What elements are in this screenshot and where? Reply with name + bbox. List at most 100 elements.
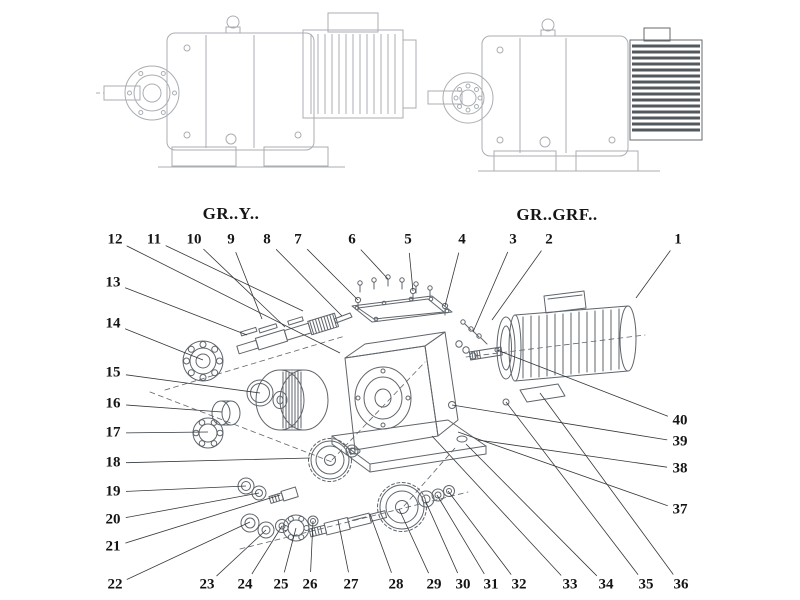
housing-cover-drawing	[351, 295, 453, 323]
leader-line	[125, 404, 223, 413]
callout-number: 6	[348, 231, 356, 248]
callout-number: 10	[186, 231, 202, 248]
leader-line	[477, 439, 668, 468]
leader-line	[275, 249, 343, 317]
callout-number: 32	[511, 576, 527, 593]
callout-number: 2	[545, 231, 553, 248]
leader-line	[126, 521, 251, 580]
assembled-gearmotor-gr-grf-drawing	[427, 18, 703, 172]
gear-29-drawing	[377, 482, 455, 532]
callout-number: 28	[388, 576, 404, 593]
leader-line	[408, 252, 414, 292]
model-label-gr-grf: GR..GRF..	[516, 205, 598, 224]
callout-number: 33	[562, 576, 578, 593]
leader-line	[125, 457, 311, 464]
leader-lines	[124, 245, 674, 580]
callout-number: 1	[674, 231, 682, 248]
callout-number: 24	[237, 576, 253, 593]
leader-line	[125, 492, 260, 518]
leader-line	[125, 494, 281, 544]
output-washers-bearing-drawing	[240, 513, 319, 542]
leader-line	[398, 508, 429, 574]
input-shaft-drawing	[236, 312, 340, 355]
callout-number: 35	[638, 576, 654, 593]
leader-line	[125, 374, 261, 394]
callout-number: 30	[455, 576, 471, 593]
bearing-14-drawing	[182, 340, 224, 382]
callout-number: 27	[343, 576, 359, 593]
leader-line	[283, 527, 297, 573]
callout-number: 7	[294, 231, 302, 248]
callout-number: 20	[105, 511, 121, 528]
motor-drawing	[468, 290, 637, 406]
leader-line	[125, 431, 209, 434]
callout-number: 26	[302, 576, 318, 593]
callout-number: 31	[483, 576, 499, 593]
callout-number: 11	[146, 231, 162, 248]
leader-line	[310, 520, 314, 573]
finned-motor-block-drawing	[629, 27, 703, 141]
bearing-17-drawing	[192, 417, 224, 449]
callout-number: 9	[227, 231, 235, 248]
callout-number: 3	[509, 231, 517, 248]
leader-line	[203, 248, 286, 328]
callout-number: 4	[458, 231, 466, 248]
leader-line	[457, 431, 668, 507]
leader-line	[306, 248, 359, 301]
callout-number: 25	[273, 576, 289, 593]
exploded-view-drawing	[149, 274, 646, 550]
leader-line	[369, 513, 392, 573]
callout-number: 39	[672, 433, 688, 450]
leader-line	[126, 245, 341, 354]
leader-line	[125, 485, 247, 492]
callout-number: 16	[105, 395, 121, 412]
callout-number: 40	[672, 412, 688, 429]
leader-line	[472, 251, 509, 333]
gearbox-housing-drawing	[331, 331, 487, 473]
callout-number: 19	[105, 483, 121, 500]
leader-line	[539, 392, 674, 575]
callout-number: 23	[199, 576, 215, 593]
leader-line	[124, 287, 248, 336]
callout-number: 13	[105, 274, 121, 291]
shaft-key-drawing	[239, 326, 258, 337]
callout-number: 18	[105, 454, 121, 471]
leader-line	[491, 250, 542, 321]
leader-line	[447, 490, 512, 575]
callout-number: 22	[107, 576, 123, 593]
callout-number: 8	[263, 231, 271, 248]
cover-screws-drawing	[333, 274, 449, 324]
washers-19-20-drawing	[237, 477, 267, 501]
callout-number: 21	[105, 538, 121, 555]
callout-number: 38	[672, 460, 688, 477]
leader-line	[251, 525, 283, 575]
leader-line	[505, 401, 639, 575]
callout-number: 36	[673, 576, 689, 593]
motor-bolts-drawing	[455, 319, 488, 360]
callout-number: 17	[105, 424, 121, 441]
callout-number: 15	[105, 364, 121, 381]
leader-line	[337, 519, 349, 573]
assembled-gearmotor-gr-y-drawing	[96, 12, 417, 168]
leader-line	[496, 349, 669, 417]
leader-line	[216, 529, 267, 577]
leader-line	[436, 494, 485, 575]
model-label-gr-y: GR..Y..	[202, 204, 260, 223]
helical-gear-drawing	[255, 369, 329, 431]
callout-number: 29	[426, 576, 442, 593]
output-shaft-drawing	[308, 510, 388, 538]
leader-line	[465, 443, 598, 577]
leader-line	[635, 250, 671, 299]
gear-18-drawing	[308, 438, 359, 482]
leader-line	[444, 252, 460, 307]
leader-line	[235, 251, 263, 320]
pinion-21-drawing	[268, 486, 299, 504]
leader-line	[431, 435, 562, 576]
callout-number: 37	[672, 501, 688, 518]
callout-number: 14	[105, 315, 121, 332]
callout-number: 34	[598, 576, 614, 593]
callout-number: 5	[404, 231, 412, 248]
leader-line	[360, 249, 389, 280]
